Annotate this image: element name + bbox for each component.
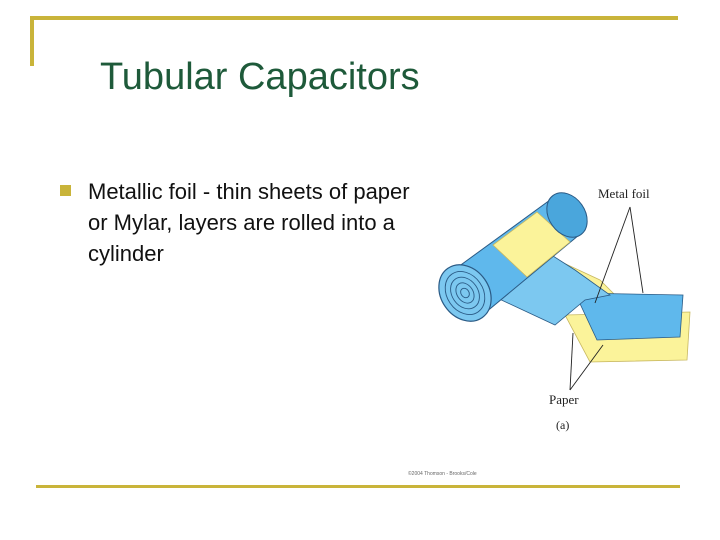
pointer-line-metal-foil bbox=[629, 206, 644, 294]
spiral-ring bbox=[450, 276, 480, 310]
frame-top-line bbox=[30, 16, 678, 20]
pointer-line-paper bbox=[569, 332, 574, 391]
roll-near-end bbox=[438, 264, 492, 322]
spiral-ring bbox=[444, 271, 486, 315]
foil-strip-lower bbox=[574, 292, 684, 341]
label-paper: Paper bbox=[549, 392, 579, 407]
copyright-note: ©2004 Thomson - Brooks/Cole bbox=[408, 471, 477, 477]
frame-left-line bbox=[30, 16, 34, 66]
bullet-text: Metallic foil - thin sheets of paper or … bbox=[88, 179, 410, 266]
roll-far-end bbox=[546, 192, 588, 238]
spiral-ring bbox=[460, 287, 470, 299]
pointer-line-paper bbox=[569, 344, 604, 391]
bullet-square-icon bbox=[60, 185, 71, 196]
slide-title: Tubular Capacitors bbox=[100, 56, 420, 98]
spiral-ring bbox=[455, 282, 475, 304]
label-panel-a: (a) bbox=[556, 418, 570, 432]
roll-yellow-band bbox=[492, 211, 571, 278]
pointer-line-metal-foil bbox=[594, 206, 631, 304]
frame-bottom-line bbox=[36, 485, 680, 488]
label-metal-foil: Metal foil bbox=[598, 186, 650, 201]
capacitor-diagram bbox=[438, 192, 691, 391]
